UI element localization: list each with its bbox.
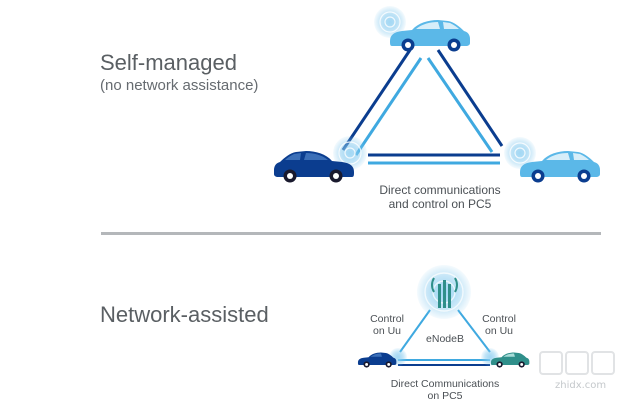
control-uu-left-label: Control on Uu [362, 313, 412, 337]
signal-glow-icon [374, 6, 406, 38]
uu-link-right [457, 309, 491, 353]
control-uu-right-line2: on Uu [484, 325, 514, 337]
car-icon [390, 20, 470, 52]
car-icon [357, 352, 397, 368]
car-icon [490, 352, 530, 368]
car-icon [274, 151, 354, 183]
link-left-top-light [354, 57, 423, 156]
cell-tower-icon [417, 265, 471, 319]
control-uu-right-line1: Control [482, 313, 516, 325]
section-divider [101, 232, 601, 235]
self-managed-subtitle: (no network assistance) [100, 77, 259, 94]
network-assisted-title: Network-assisted [100, 302, 269, 327]
control-uu-left-line2: on Uu [372, 325, 402, 337]
signal-glow-icon [504, 137, 536, 169]
pc5-label-bottom-line1: Direct Communications [390, 378, 500, 390]
link-top-right-light [426, 57, 494, 153]
pc5-label-top-line1: Direct communications [379, 183, 501, 197]
pc5-label-top: Direct communications and control on PC5 [360, 183, 520, 211]
link-left-top-dark [341, 49, 412, 151]
pc5-label-bottom: Direct Communications on PC5 [365, 378, 525, 402]
enodeb-label: eNodeB [426, 333, 464, 345]
self-managed-title: Self-managed [100, 50, 237, 75]
watermark-logo [539, 351, 615, 375]
uu-link-left [399, 309, 431, 353]
control-uu-left-line1: Control [370, 313, 404, 325]
signal-glow-icon [333, 136, 367, 170]
pc5-label-bottom-line2: on PC5 [427, 390, 463, 402]
link-top-right-dark [436, 49, 504, 147]
car-icon [520, 151, 600, 183]
control-uu-right-label: Control on Uu [474, 313, 524, 337]
watermark-text: zhidx.com [555, 380, 607, 391]
pc5-label-top-line2: and control on PC5 [388, 197, 492, 211]
